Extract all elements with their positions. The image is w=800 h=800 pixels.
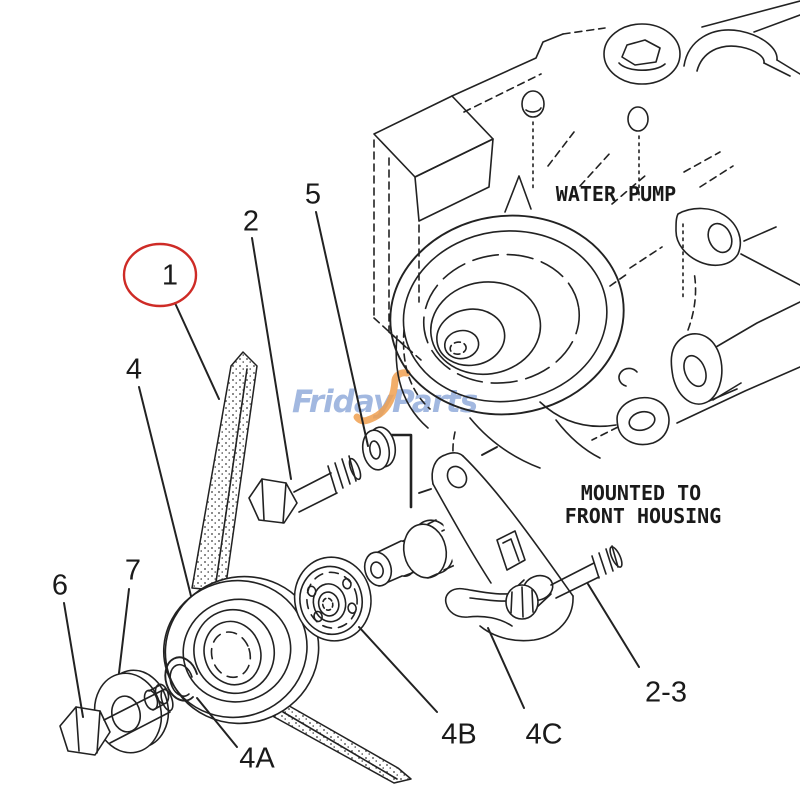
leader-7: [118, 588, 130, 674]
bolt-2: [248, 455, 362, 524]
leader-2-3: [587, 583, 640, 668]
callout-4: 4: [125, 353, 143, 386]
leader-6: [63, 602, 84, 718]
callout-1-highlight-circle: [122, 242, 198, 308]
washer-5: [361, 426, 413, 509]
callout-7: 7: [124, 554, 142, 587]
annotation-mounted-to: MOUNTED TO: [580, 481, 702, 505]
callout-2: 2: [242, 205, 260, 238]
bolt-washer-assembly: [59, 656, 198, 756]
callout-4b: 4B: [441, 718, 477, 751]
leader-4c: [487, 627, 525, 709]
annotation-water-pump: WATER PUMP: [555, 182, 677, 206]
leader-5: [315, 211, 369, 447]
callout-4c: 4C: [525, 718, 563, 751]
stud-bolt-2-3: [550, 545, 623, 599]
callout-2-3: 2-3: [645, 676, 687, 709]
leader-1: [174, 302, 220, 400]
leader-4: [138, 386, 192, 597]
water-pump-pulley: [389, 214, 625, 416]
tensioner-pulley: [162, 575, 320, 725]
callout-4a: 4A: [239, 742, 275, 775]
leader-lines: [63, 211, 640, 748]
annotation-front-housing: FRONT HOUSING: [564, 504, 722, 528]
callout-6: 6: [51, 569, 69, 602]
leader-4b: [358, 626, 438, 713]
bearing-4b: [293, 556, 372, 642]
water-pump-housing: [373, 0, 800, 493]
leader-2: [251, 237, 292, 480]
callout-1: 1: [161, 259, 179, 292]
callout-5: 5: [304, 178, 322, 211]
watermark: FridayParts: [292, 369, 479, 425]
leader-4a: [196, 697, 238, 748]
drive-belt: [191, 351, 412, 784]
snap-ring-4a: [164, 656, 198, 702]
